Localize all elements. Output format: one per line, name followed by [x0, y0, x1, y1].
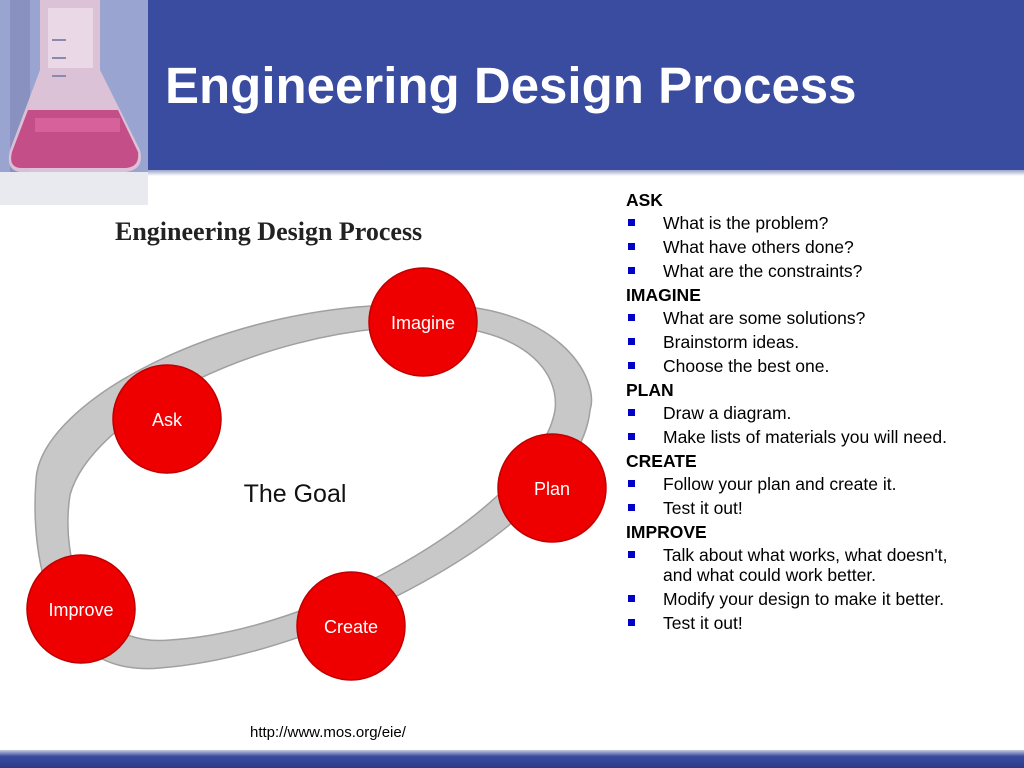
square-bullet-icon	[628, 551, 635, 558]
square-bullet-icon	[628, 267, 635, 274]
square-bullet-icon	[628, 409, 635, 416]
list-item: Make lists of materials you will need.	[626, 427, 956, 447]
header-divider	[0, 170, 1024, 176]
stage-label: Create	[324, 617, 378, 637]
stage-label: Ask	[152, 410, 183, 430]
square-bullet-icon	[628, 243, 635, 250]
list-item: What is the problem?	[626, 213, 956, 233]
diagram-heading: Engineering Design Process	[115, 217, 422, 246]
stage-imagine: Imagine	[368, 267, 478, 377]
list-item: Talk about what works, what doesn't, and…	[626, 545, 956, 585]
square-bullet-icon	[628, 480, 635, 487]
list-item: What are some solutions?	[626, 308, 956, 328]
stage-label: Plan	[534, 479, 570, 499]
header-banner	[0, 0, 1024, 170]
square-bullet-icon	[628, 433, 635, 440]
square-bullet-icon	[628, 362, 635, 369]
stage-plan: Plan	[497, 433, 607, 543]
list-item: What are the constraints?	[626, 261, 956, 281]
section-heading-ask: ASK	[626, 190, 663, 210]
flask-icon	[0, 0, 148, 205]
list-item: Test it out!	[626, 498, 956, 518]
list-item: Follow your plan and create it.	[626, 474, 956, 494]
design-process-diagram: Engineering Design Process The Goal Imag…	[26, 217, 607, 681]
square-bullet-icon	[628, 314, 635, 321]
section-heading-imagine: IMAGINE	[626, 285, 701, 305]
stage-ask: Ask	[112, 364, 222, 474]
square-bullet-icon	[628, 504, 635, 511]
list-item: Draw a diagram.	[626, 403, 956, 423]
square-bullet-icon	[628, 219, 635, 226]
list-item: Modify your design to make it better.	[626, 589, 956, 609]
slide-title: Engineering Design Process	[165, 57, 857, 114]
section-heading-create: CREATE	[626, 451, 697, 471]
goal-label: The Goal	[244, 480, 347, 508]
footer-bar	[0, 750, 1024, 768]
section-heading-improve: IMPROVE	[626, 522, 707, 542]
square-bullet-icon	[628, 595, 635, 602]
stage-improve: Improve	[26, 554, 136, 664]
list-item: Brainstorm ideas.	[626, 332, 956, 352]
list-item: Test it out!	[626, 613, 956, 633]
list-item: Choose the best one.	[626, 356, 956, 376]
source-link[interactable]: http://www.mos.org/eie/	[250, 724, 406, 741]
flask-image	[0, 0, 148, 205]
section-heading-plan: PLAN	[626, 380, 674, 400]
stage-label: Improve	[48, 600, 113, 620]
steps-list: ASK What is the problem? What have other…	[626, 190, 956, 637]
square-bullet-icon	[628, 338, 635, 345]
square-bullet-icon	[628, 619, 635, 626]
stage-create: Create	[296, 571, 406, 681]
stage-label: Imagine	[391, 313, 455, 333]
list-item: What have others done?	[626, 237, 956, 257]
